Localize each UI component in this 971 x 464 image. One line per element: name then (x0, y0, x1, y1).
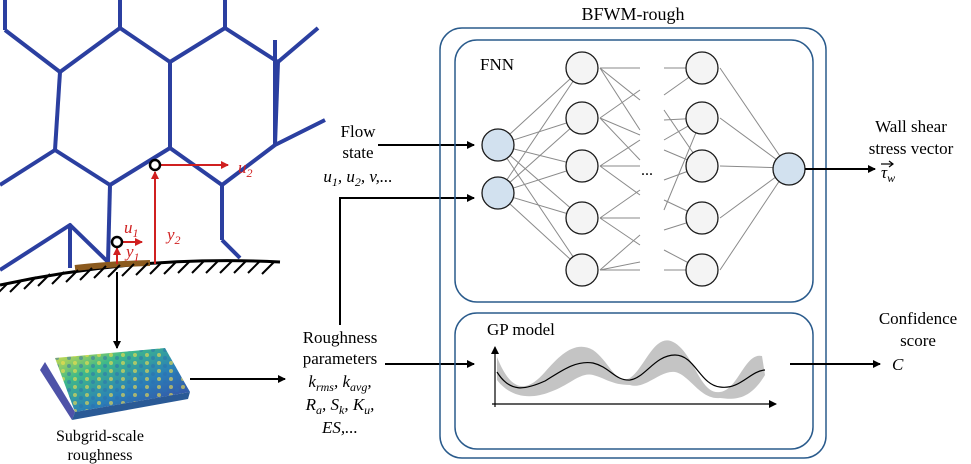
hidden-node (565, 51, 599, 85)
hex-grid (0, 0, 326, 272)
gp-box (454, 312, 814, 450)
input-node (481, 128, 515, 162)
gp-plot (491, 340, 777, 408)
hidden-node (685, 51, 719, 85)
gp-mean-line (496, 354, 766, 389)
rough-wall (0, 259, 281, 293)
roughness-surface (40, 348, 190, 420)
roughness-params-line5: ES,... (321, 418, 358, 437)
roughness-params-line2: parameters (303, 349, 378, 368)
sample-point-1 (110, 235, 143, 264)
fnn-input-nodes (481, 128, 515, 210)
tau-w-symbol: τw (881, 160, 895, 185)
output-top-line2: stress vector (869, 139, 954, 158)
hidden-node (565, 201, 599, 235)
arrow-params-to-fnn (339, 194, 475, 325)
svg-text:τw: τw (881, 163, 895, 185)
label-y2: y2 (165, 225, 181, 247)
flow-state-vars: u1, u2, v,... (323, 167, 392, 189)
confidence-symbol: C (892, 355, 904, 374)
output-bottom-line1: Confidence (879, 309, 957, 328)
sample-point-2 (148, 158, 229, 264)
fnn-hidden-layer-1 (565, 51, 599, 287)
hidden-node (565, 253, 599, 287)
subgrid-label-2: roughness (68, 447, 133, 464)
fnn-label: FNN (480, 55, 514, 74)
fnn-hidden-layer-last (685, 51, 719, 287)
flow-state-line1: Flow (341, 122, 377, 141)
hidden-node (685, 101, 719, 135)
hidden-node (685, 253, 719, 287)
hidden-node (565, 149, 599, 183)
input-node (481, 176, 515, 210)
label-y1: y1 (124, 242, 140, 264)
roughness-params-line3: krms, kavg, (308, 372, 371, 394)
flow-state-line2: state (342, 143, 373, 162)
output-node (772, 152, 806, 186)
gp-confidence-band (497, 340, 765, 399)
roughness-params-line1: Roughness (303, 328, 378, 347)
fnn-box (454, 39, 814, 303)
roughness-params-line4: Ra, Sk, Ku, (305, 395, 375, 417)
label-u2: u2 (238, 158, 253, 180)
label-u1: u1 (124, 218, 139, 240)
gp-label: GP model (487, 320, 555, 339)
bfwm-title: BFWM-rough (582, 4, 685, 24)
hidden-node (685, 201, 719, 235)
layer-ellipsis: ... (641, 162, 653, 179)
output-bottom-line2: score (900, 331, 936, 350)
output-top-line1: Wall shear (875, 117, 947, 136)
subgrid-label-1: Subgrid-scale (56, 428, 144, 445)
hidden-node (565, 101, 599, 135)
hidden-node (685, 149, 719, 183)
bfwm-frame (439, 27, 827, 459)
